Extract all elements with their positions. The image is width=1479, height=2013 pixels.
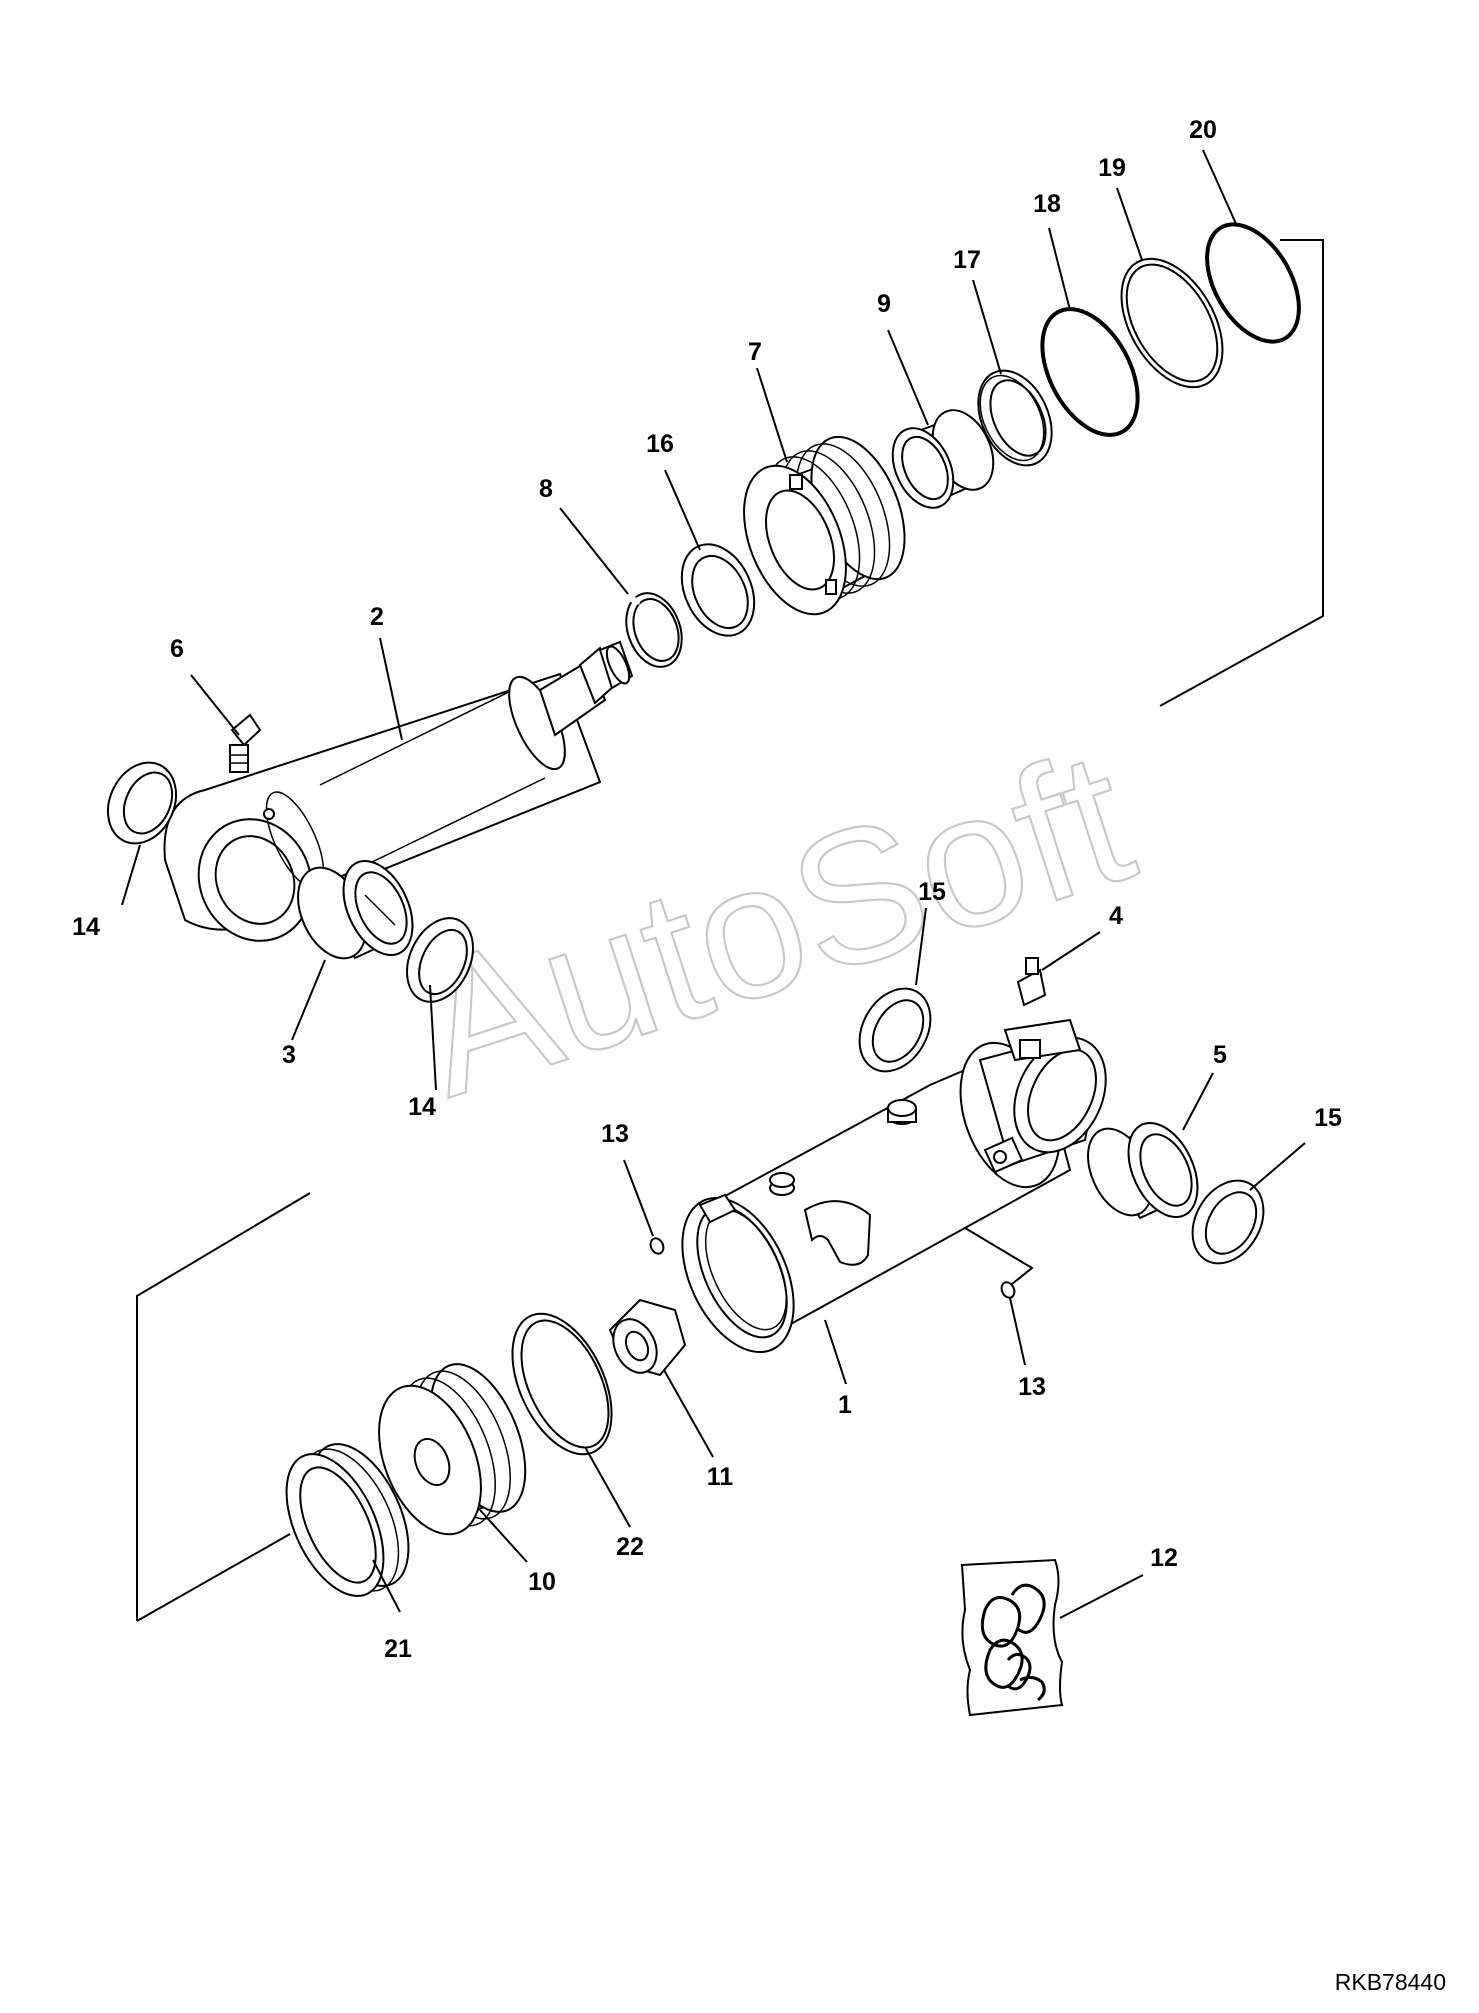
leader-lines (121, 149, 1306, 1619)
callout-22: 22 (616, 1533, 644, 1561)
o-ring-13-right (1000, 1281, 1016, 1299)
callout-15-right: 15 (1314, 1104, 1342, 1132)
callout-labels: 1 2 3 4 5 6 7 8 9 10 11 12 13 13 14 14 1… (72, 116, 1342, 1663)
reference-code: RKB78440 (1335, 1969, 1446, 1995)
callout-12: 12 (1150, 1544, 1178, 1572)
o-ring-19 (1205, 222, 1301, 344)
rod-seal-17 (977, 369, 1053, 467)
cylinder-head-7 (743, 435, 906, 616)
callout-20: 20 (1189, 116, 1217, 144)
callout-14-center: 14 (408, 1093, 436, 1121)
callout-21: 21 (384, 1635, 412, 1663)
dust-seal-14-center (406, 917, 474, 1003)
callout-4: 4 (1109, 902, 1123, 930)
assembly-bracket-top (1159, 239, 1324, 707)
cylinder-tube-1 (681, 1018, 1107, 1354)
callout-2: 2 (370, 603, 384, 631)
dust-seal-14-left (106, 761, 178, 845)
callout-6: 6 (170, 635, 184, 663)
callout-17: 17 (953, 246, 981, 274)
callout-15-upper: 15 (918, 878, 946, 906)
o-ring-18 (1040, 307, 1140, 437)
dust-seal-15-right (1191, 1179, 1265, 1265)
grease-fitting-4 (1016, 957, 1047, 1059)
o-ring-13-left (649, 1237, 665, 1255)
seal-kit-12 (960, 1558, 1064, 1717)
ring-16 (680, 543, 756, 637)
callout-16: 16 (646, 430, 674, 458)
grease-fitting-6 (229, 713, 262, 773)
callout-13-left: 13 (601, 1120, 629, 1148)
callout-3: 3 (282, 1041, 296, 1069)
callout-7: 7 (748, 338, 762, 366)
bushing-9 (891, 409, 995, 509)
backup-ring-20 (1120, 257, 1224, 389)
snap-ring-8 (625, 592, 683, 668)
callout-14-left: 14 (72, 913, 100, 941)
nut-11 (608, 1298, 687, 1377)
callout-1: 1 (838, 1391, 852, 1419)
callout-13-right: 13 (1018, 1373, 1046, 1401)
piston-10 (378, 1363, 527, 1536)
bushing-3 (297, 859, 414, 960)
piston-rod (163, 640, 634, 942)
callout-18: 18 (1033, 190, 1061, 218)
callout-10: 10 (528, 1568, 556, 1596)
dust-seal-15-upper (858, 987, 932, 1073)
callout-9: 9 (877, 290, 891, 318)
callout-19: 19 (1098, 154, 1126, 182)
piston-seal-21 (285, 1443, 410, 1597)
callout-8: 8 (539, 475, 553, 503)
callout-11: 11 (707, 1463, 734, 1491)
bushing-5 (1087, 1121, 1199, 1220)
wear-ring-22 (511, 1312, 613, 1456)
callout-5: 5 (1213, 1041, 1227, 1069)
